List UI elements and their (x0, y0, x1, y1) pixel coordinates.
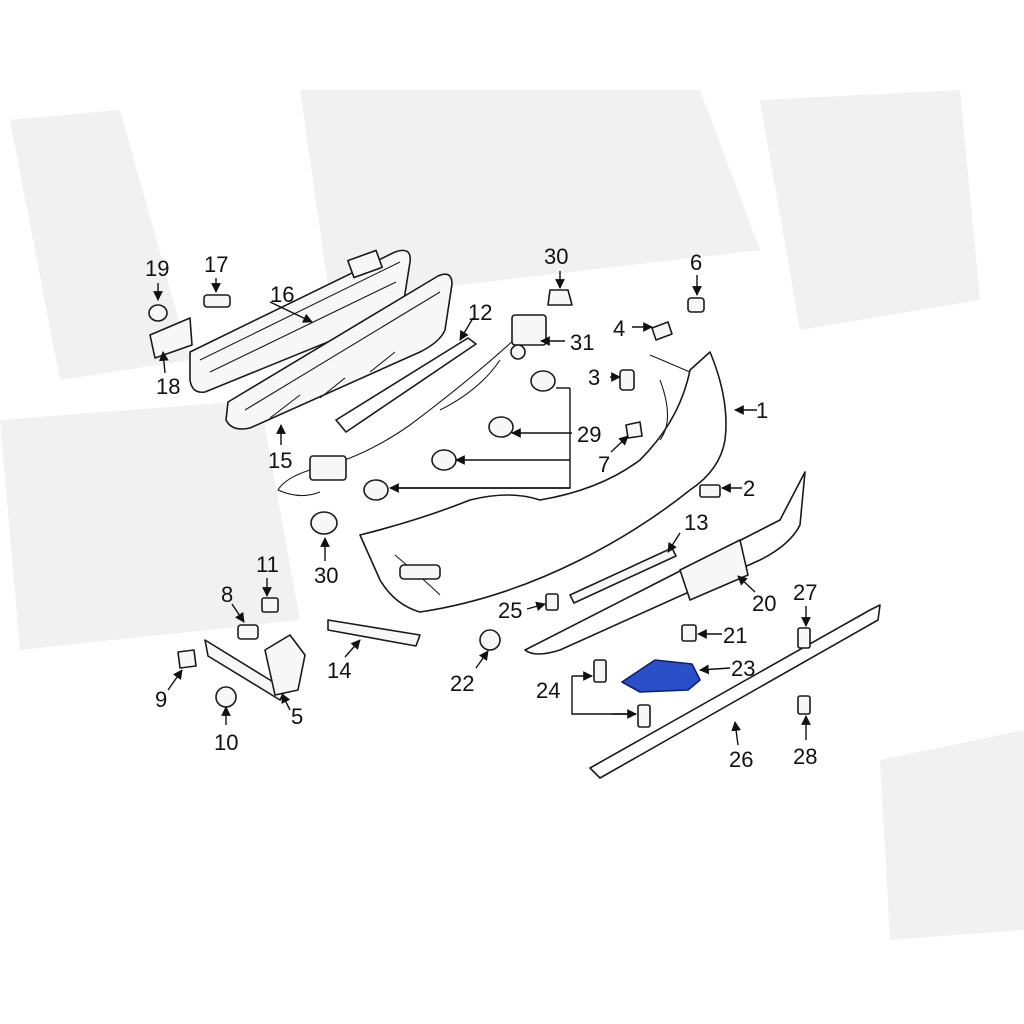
callout-14: 14 (327, 658, 351, 683)
callout-30-lower: 30 (314, 563, 338, 588)
fasteners (148, 289, 811, 728)
callout-17: 17 (204, 252, 228, 277)
callout-18: 18 (156, 374, 180, 399)
callout-29: 29 (577, 422, 601, 447)
callout-21: 21 (723, 623, 747, 648)
callout-23: 23 (731, 656, 755, 681)
callout-11: 11 (256, 552, 279, 577)
callout-9: 9 (155, 687, 167, 712)
callout-27: 27 (793, 580, 817, 605)
callout-20: 20 (752, 591, 776, 616)
callout-2: 2 (743, 476, 755, 501)
callout-22: 22 (450, 671, 474, 696)
watermark-stripes (0, 90, 1024, 940)
part-12-wiring-harness (277, 314, 547, 497)
part-1-bumper-cover (359, 351, 727, 613)
leader-lines (153, 271, 811, 746)
callout-13: 13 (684, 510, 708, 535)
callout-28: 28 (793, 744, 817, 769)
callout-3: 3 (588, 365, 600, 390)
callout-10: 10 (214, 730, 238, 755)
callout-31: 31 (570, 330, 594, 355)
callout-labels: 1 2 3 4 5 6 7 8 9 10 11 12 13 14 15 16 1… (145, 244, 817, 772)
part-15-energy-absorber (225, 273, 453, 430)
callout-15: 15 (268, 448, 292, 473)
part-13-trim-strip (569, 547, 677, 604)
part-14-reflector (327, 619, 421, 647)
callout-1: 1 (756, 398, 768, 423)
part-18-bracket (149, 317, 193, 359)
part-20-lower-valance (524, 471, 806, 655)
callout-12: 12 (468, 300, 492, 325)
callout-16: 16 (270, 282, 294, 307)
callout-8: 8 (221, 582, 233, 607)
callout-24: 24 (536, 678, 560, 703)
callout-30-upper: 30 (544, 244, 568, 269)
callout-25: 25 (498, 598, 522, 623)
callout-19: 19 (145, 256, 169, 281)
callout-26: 26 (729, 747, 753, 772)
callout-7: 7 (598, 452, 610, 477)
callout-4: 4 (613, 316, 625, 341)
part-16-reinforcement-beam (189, 249, 412, 394)
callout-6: 6 (690, 250, 702, 275)
part-23-bracket-highlighted[interactable] (621, 659, 701, 693)
callout-5: 5 (291, 704, 303, 729)
